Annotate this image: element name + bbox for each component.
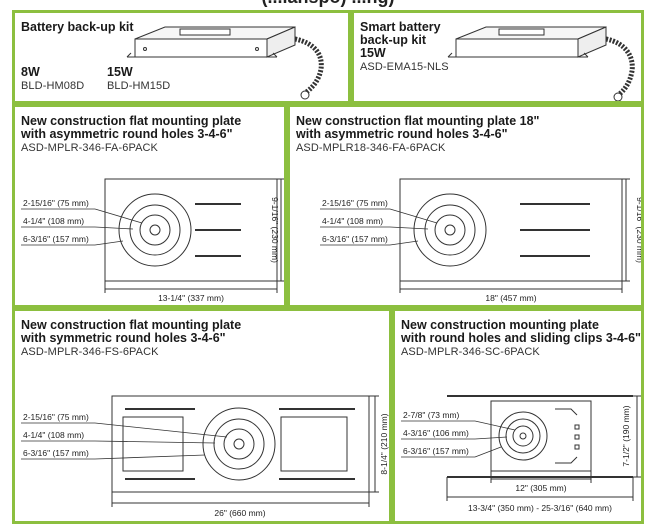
smart-battery-title-line-2: back-up kit <box>360 33 426 47</box>
panel-plate-sliding-clips: New construction mounting plate with rou… <box>392 308 644 524</box>
plate-fs-width-dim: 26" (660 mm) <box>214 508 265 518</box>
plate-fa-dim-108: 4-1/4" (108 mm) <box>23 216 84 226</box>
panel-flat-plate-fs: New construction flat mounting plate wit… <box>12 308 392 524</box>
plate-fa-height-dim: 9-1/16" (230 mm) <box>270 197 280 263</box>
plate-sc-title-line-2: with round holes and sliding clips 3-4-6… <box>401 331 641 345</box>
plate-fs-dim-157: 6-3/16" (157 mm) <box>23 448 89 458</box>
smart-battery-illustration <box>447 26 635 101</box>
plate-fs-dim-108: 4-1/4" (108 mm) <box>23 430 84 440</box>
plate-fa18-title-line-2: with asymmetric round holes 3-4-6" <box>296 127 508 141</box>
plate-fs-drawing: 2-15/16" (75 mm) 4-1/4" (108 mm) 6-3/16"… <box>21 395 389 518</box>
plate-fa-width-dim: 13-1/4" (337 mm) <box>158 293 224 303</box>
panel-battery-backup-kit: Battery back-up kit 8W BLD-HM08D 15W BLD… <box>12 10 351 104</box>
variant-15w-watt: 15W <box>107 65 133 79</box>
smart-battery-conduit-cable <box>605 36 635 98</box>
variant-15w-sku: BLD-HM15D <box>107 80 171 92</box>
plate-fs-sku: ASD-MPLR-346-FS-6PACK <box>21 346 159 358</box>
variant-8w-sku: BLD-HM08D <box>21 80 85 92</box>
plate-fa18-title-line-1: New construction flat mounting plate 18" <box>296 114 540 128</box>
battery-conduit-cable <box>294 36 324 96</box>
plate-fa-title-line-2: with asymmetric round holes 3-4-6" <box>21 127 233 141</box>
battery-kit-illustration <box>126 26 324 100</box>
plate-sc-dim-106: 4-3/16" (106 mm) <box>403 428 469 438</box>
variant-8w-watt: 8W <box>21 65 40 79</box>
plate-fa18-sku: ASD-MPLR18-346-FA-6PACK <box>296 142 446 154</box>
plate-fa18-outline <box>399 178 623 282</box>
plate-sc-dim-73: 2-7/8" (73 mm) <box>403 410 460 420</box>
plate-fs-height-dim: 8-1/4" (210 mm) <box>379 413 389 474</box>
panel-smart-battery-kit: Smart battery back-up kit 15W ASD-EMA15-… <box>351 10 644 104</box>
plate-sc-outline <box>490 400 592 472</box>
plate-fa-outline <box>104 178 278 282</box>
smart-battery-sku: ASD-EMA15-NLS <box>360 61 449 73</box>
plate-fa-sku: ASD-MPLR-346-FA-6PACK <box>21 142 158 154</box>
plate-sc-dim-157: 6-3/16" (157 mm) <box>403 446 469 456</box>
plate-sc-sku: ASD-MPLR-346-SC-6PACK <box>401 346 540 358</box>
plate-fa-dim-157: 6-3/16" (157 mm) <box>23 234 89 244</box>
plate-fa18-dim-108: 4-1/4" (108 mm) <box>322 216 383 226</box>
plate-fa18-width-dim: 18" (457 mm) <box>485 293 536 303</box>
battery-kit-title: Battery back-up kit <box>21 20 134 34</box>
plate-fs-outline <box>111 395 370 493</box>
smart-battery-title-line-3: 15W <box>360 46 386 60</box>
plate-sc-title-line-1: New construction mounting plate <box>401 318 599 332</box>
plate-fa-dim-75: 2-15/16" (75 mm) <box>23 198 89 208</box>
smart-battery-title-line-1: Smart battery <box>360 20 441 34</box>
section-header-text: (...lanspo) ...ng) <box>0 0 656 8</box>
plate-fa18-dim-157: 6-3/16" (157 mm) <box>322 234 388 244</box>
plate-sc-inner-width-dim: 12" (305 mm) <box>515 483 566 493</box>
plate-fa18-dim-75: 2-15/16" (75 mm) <box>322 198 388 208</box>
plate-fs-title-line-1: New construction flat mounting plate <box>21 318 242 332</box>
panel-flat-plate-fa: New construction flat mounting plate wit… <box>12 104 287 308</box>
plate-sc-height-dim: 7-1/2" (190 mm) <box>621 405 631 466</box>
plate-sc-width-dim: 13-3/4" (350 mm) - 25-3/16" (640 mm) <box>468 503 612 513</box>
battery-box-drawing <box>126 26 296 58</box>
plate-fa-drawing: 2-15/16" (75 mm) 4-1/4" (108 mm) 6-3/16"… <box>21 178 284 303</box>
panel-flat-plate-fa18: New construction flat mounting plate 18"… <box>287 104 644 308</box>
plate-fa18-height-dim: 9-1/16" (230 mm) <box>635 197 644 263</box>
section-header-strip: (...lanspo) ...ng) <box>0 0 656 8</box>
smart-battery-box-drawing <box>447 26 607 58</box>
plate-fa18-drawing: 2-15/16" (75 mm) 4-1/4" (108 mm) 6-3/16"… <box>320 178 644 303</box>
plate-fa-title-line-1: New construction flat mounting plate <box>21 114 242 128</box>
plate-fs-dim-75: 2-15/16" (75 mm) <box>23 412 89 422</box>
plate-sc-drawing: 2-7/8" (73 mm) 4-3/16" (106 mm) 6-3/16" … <box>401 395 641 513</box>
plate-fs-title-line-2: with symmetric round holes 3-4-6" <box>21 331 226 345</box>
